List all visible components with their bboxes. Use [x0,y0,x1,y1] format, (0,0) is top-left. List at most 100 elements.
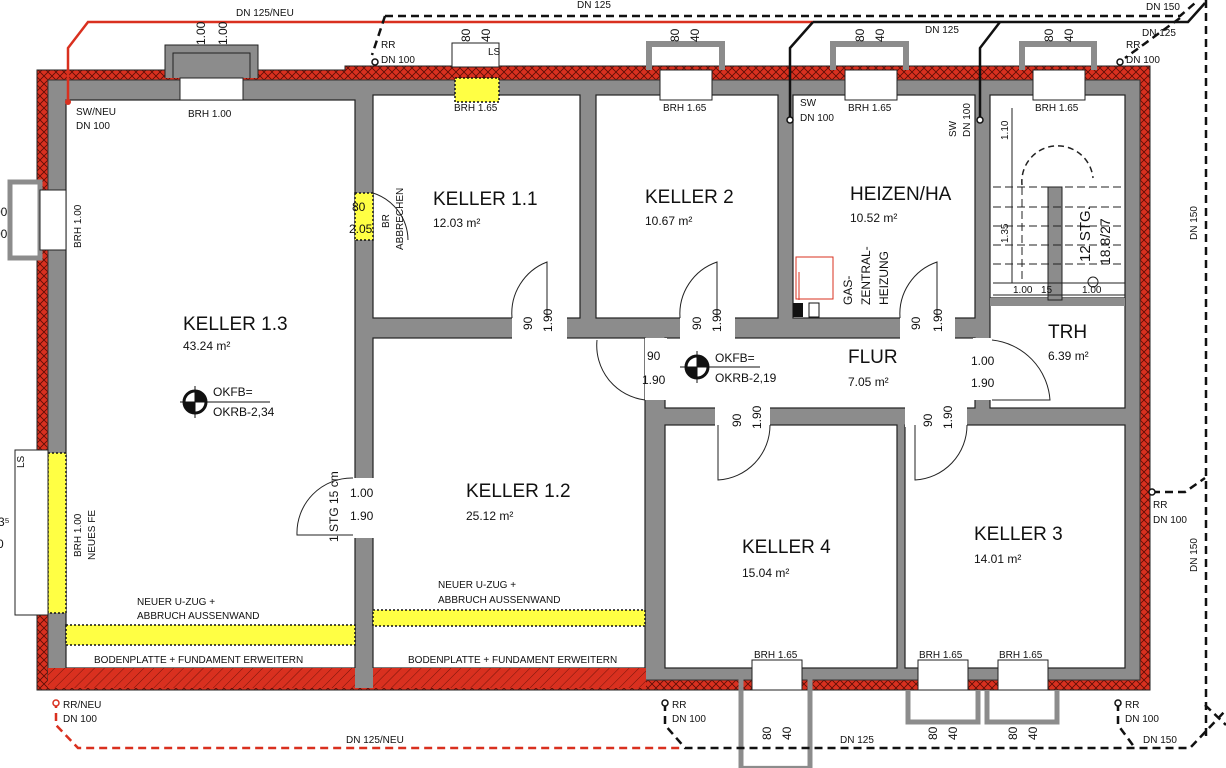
pipe-label: DN 100 [381,55,415,66]
room-labels: KELLER 1.3 43.24 m² KELLER 1.1 12.03 m² … [183,184,1089,580]
window-brh: BRH 1.00 [73,513,84,557]
level-marker-icon [180,386,270,418]
pipe-nodes [52,58,1156,707]
window-dimensions: 1.00 1.00 80 40 80 40 80 40 80 40 80 40 … [194,21,1076,740]
door-note: ABBRECHEN [395,188,406,250]
room-name: KELLER 1.1 [433,189,538,210]
door-openings [353,316,992,538]
pipe-label: SW [948,120,959,137]
window-height: 40 [946,726,960,740]
note-bodenplatte: BODENPLATTE + FUNDAMENT ERWEITERN [408,655,617,666]
room-keller-4 [664,424,898,669]
door-width: 90 [690,316,704,330]
windows [7,41,1097,768]
door-width: 80 [352,200,366,214]
window-width: 80 [459,28,473,42]
stair-dim: 1.00 [1013,285,1033,296]
window-brh: BRH 1.65 [1035,103,1079,114]
room-name: HEIZEN/HA [850,184,952,205]
room-keller-2 [595,94,779,319]
stair-labels: 1.10 1.35 12 STG. 18.8/27 1.00 15 1.00 [1000,120,1113,296]
pipe-label: DN 125 [925,25,959,36]
stair-dim: 1.10 [1000,120,1011,140]
door-dimensions: 80 2.05 90 1.90 90 1.90 90 1.90 90 1.90 … [327,200,995,542]
pipe-label: DN 150 [1189,206,1200,240]
pipe-label: RR/NEU [63,700,101,711]
room-area: 12.03 m² [433,216,480,230]
heating-note: ZENTRAL- [859,246,873,305]
door-note: BR [381,214,392,228]
door-width: 90 [647,349,661,363]
pipe-label: DN 100 [1126,55,1160,66]
pipe-label: DN 100 [1125,714,1159,725]
level-marker-icon [680,351,760,383]
stair[interactable] [993,108,1125,301]
window-brh: BRH 1.65 [663,103,707,114]
pipe-label: DN 100 [63,714,97,725]
room-area: 6.39 m² [1048,349,1089,363]
door-height: 1.90 [941,405,955,429]
room-heizen [792,94,976,319]
edge-labels: 00 00 3⁵ 0 [0,205,10,551]
window-ls: LS [16,455,27,468]
chimney-icon-2 [808,302,820,318]
window-ls: LS [488,47,501,58]
wall-stub [355,668,373,688]
window-brh: BRH 1.65 [754,650,798,661]
window-height: 1.00 [216,21,230,45]
room-area: 10.52 m² [850,211,897,225]
room-area: 14.01 m² [974,552,1021,566]
window-labels: BRH 1.00 BRH 1.65 LS BRH 1.65 BRH 1.65 B… [16,47,1079,661]
pipe-label: DN 100 [76,121,110,132]
pipe-labels: DN 125/NEU DN 125 DN 150 DN 125 DN 125 R… [63,0,1200,746]
window-brh: BRH 1.65 [919,650,963,661]
room-name: KELLER 4 [742,537,831,558]
door-height: 1.90 [350,509,374,523]
note-abbruch: ABBRUCH AUSSENWAND [438,595,560,606]
heating-note: HEIZUNG [877,251,891,305]
door-width: 90 [921,413,935,427]
construction-notes: NEUER U-ZUG + ABBRUCH AUSSENWAND NEUER U… [94,580,617,666]
pipe-label: RR [672,700,686,711]
window-brh: BRH 1.00 [73,204,84,248]
room-keller-1-3 [65,99,356,669]
pipe-label: DN 150 [1143,735,1177,746]
stair-dim: 1.00 [1082,285,1102,296]
door-height: 1.90 [642,373,666,387]
room-area: 25.12 m² [466,509,513,523]
window-brh: BRH 1.65 [848,103,892,114]
chimney-icon [793,303,803,317]
room-area: 15.04 m² [742,566,789,580]
room-name: KELLER 2 [645,187,734,208]
stair-steps: 12 STG. [1077,206,1094,262]
room-flur [664,337,976,409]
pipe-label: DN 125 [577,0,611,11]
note-abbruch: ABBRUCH AUSSENWAND [137,611,259,622]
pipe-label: DN 150 [1146,2,1180,13]
level-okrb: OKRB-2,34 [213,405,275,419]
window-width: 80 [760,726,774,740]
pipe-label: DN 150 [1189,538,1200,572]
door-step-note: 1 STG 15 cm [327,471,341,542]
door-height: 1.90 [541,308,555,332]
hatch-fill [48,668,646,688]
stair-dim: 15 [1041,285,1053,296]
pipe-label: DN 100 [800,113,834,124]
door-width: 1.00 [971,354,995,368]
room-name: FLUR [848,347,898,368]
window-height: 40 [780,726,794,740]
window-height: 40 [1026,726,1040,740]
level-okfb: OKFB= [213,385,253,399]
pipe-label: DN 125/NEU [346,735,404,746]
pipe-label: DN 125 [1142,28,1176,39]
room-name: KELLER 1.2 [466,481,571,502]
pipe-label: DN 125 [840,735,874,746]
level-labels: OKFB= OKRB-2,34 OKFB= OKRB-2,19 [213,351,777,419]
window-height: 40 [688,28,702,42]
stair-ratio: 18.8/27 [1097,218,1113,265]
new-elements [47,77,646,646]
window-width: 80 [1006,726,1020,740]
pipe-label: SW [800,98,817,109]
window-width: 80 [926,726,940,740]
door-swings [296,192,1051,536]
